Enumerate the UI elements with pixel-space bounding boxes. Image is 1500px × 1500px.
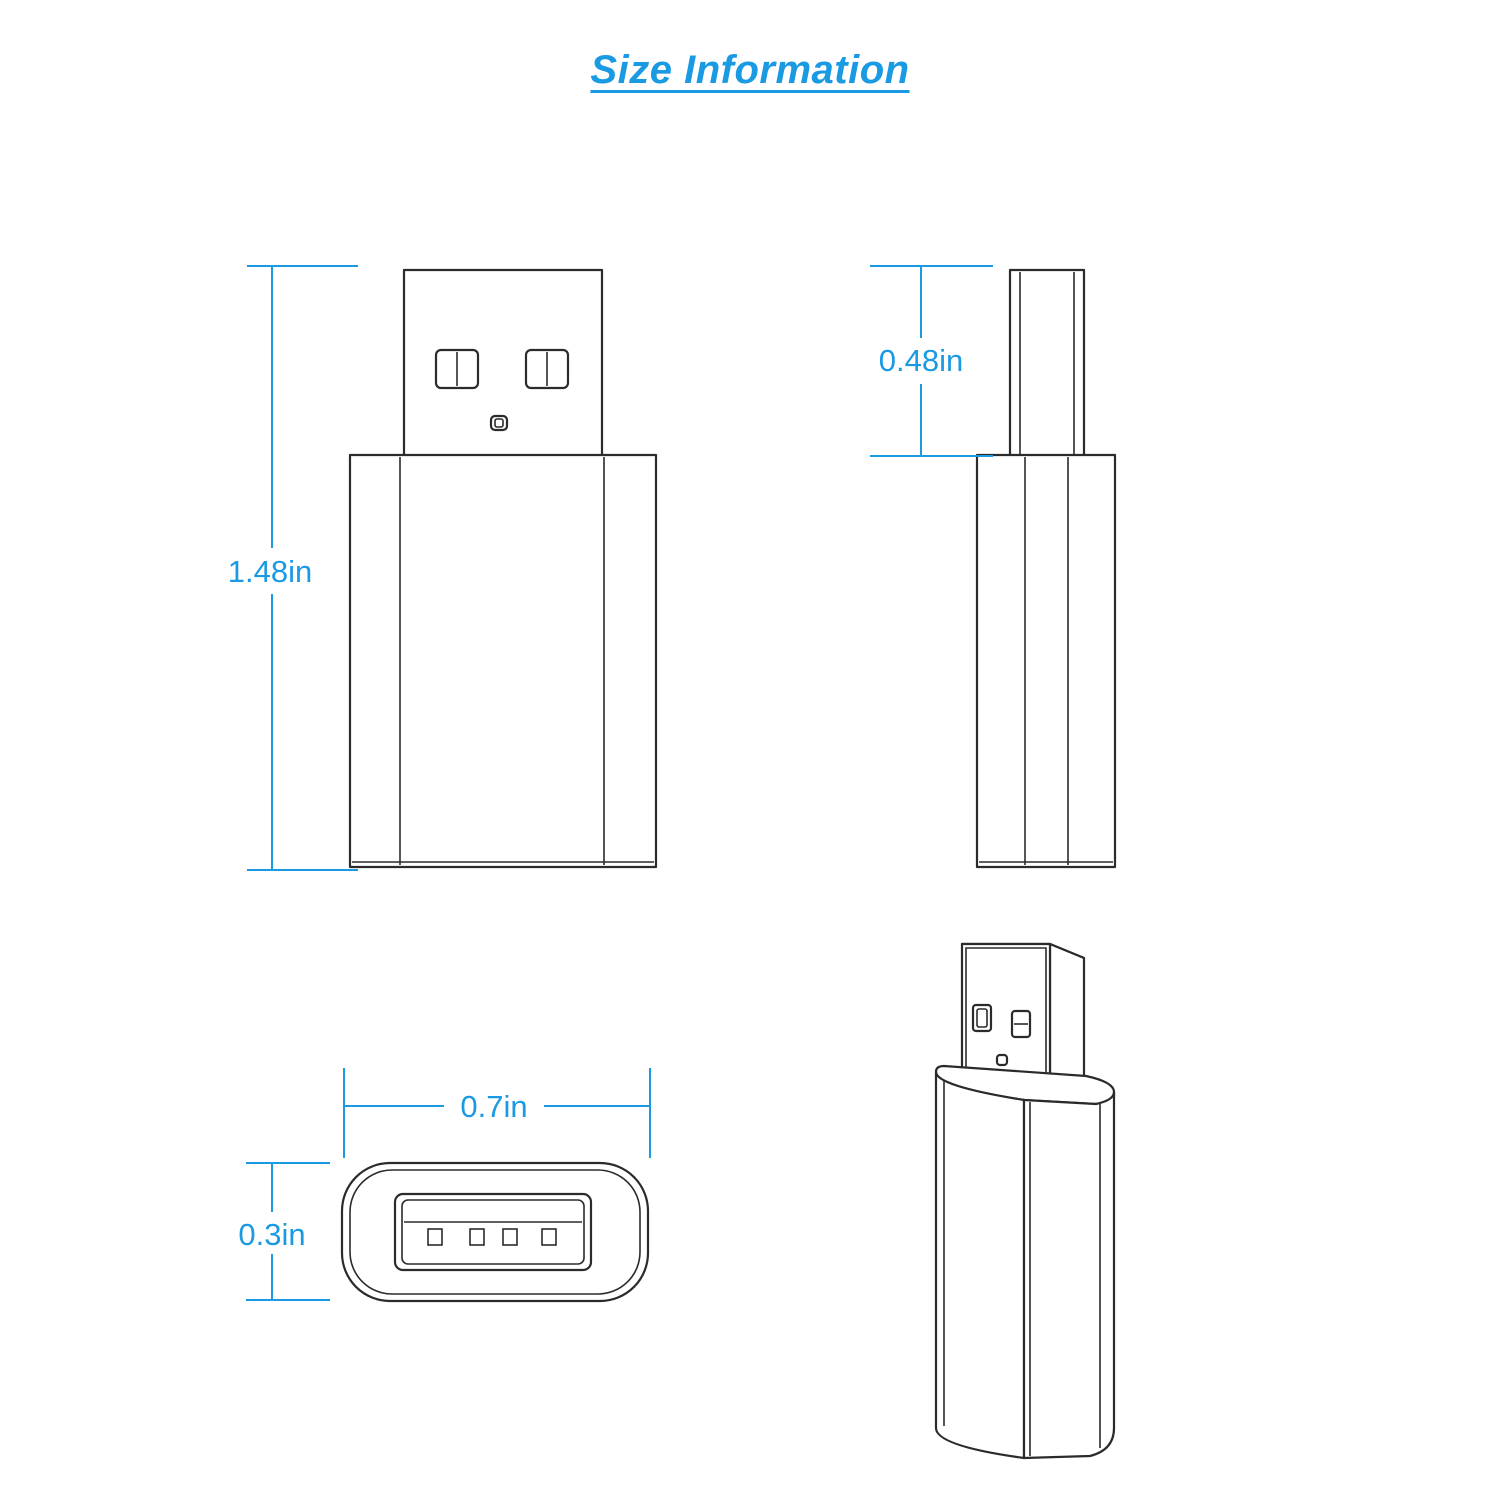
end-contact-1 — [427, 1228, 443, 1246]
side-view — [870, 265, 1117, 869]
dimension-plug-length: 0.48in — [879, 343, 963, 378]
front-plug — [402, 268, 604, 464]
end-contact-3 — [502, 1228, 518, 1246]
iso-body-front — [934, 1070, 1026, 1460]
dimension-thickness: 0.3in — [238, 1217, 305, 1252]
end-contact-2 — [469, 1228, 485, 1246]
end-view — [246, 1068, 651, 1303]
dimension-total-length: 1.48in — [228, 554, 312, 589]
dimension-width: 0.7in — [460, 1089, 527, 1124]
front-body — [348, 453, 658, 869]
iso-body-side — [1022, 1090, 1116, 1460]
side-plug — [1008, 268, 1086, 462]
iso-plug-dot — [995, 1053, 1009, 1067]
front-view — [247, 265, 658, 871]
side-body — [975, 453, 1117, 869]
isometric-view — [934, 942, 1116, 1460]
end-port — [393, 1192, 593, 1272]
end-contact-4 — [541, 1228, 557, 1246]
page-title: Size Information — [590, 48, 910, 92]
front-plug-dot — [489, 414, 509, 432]
